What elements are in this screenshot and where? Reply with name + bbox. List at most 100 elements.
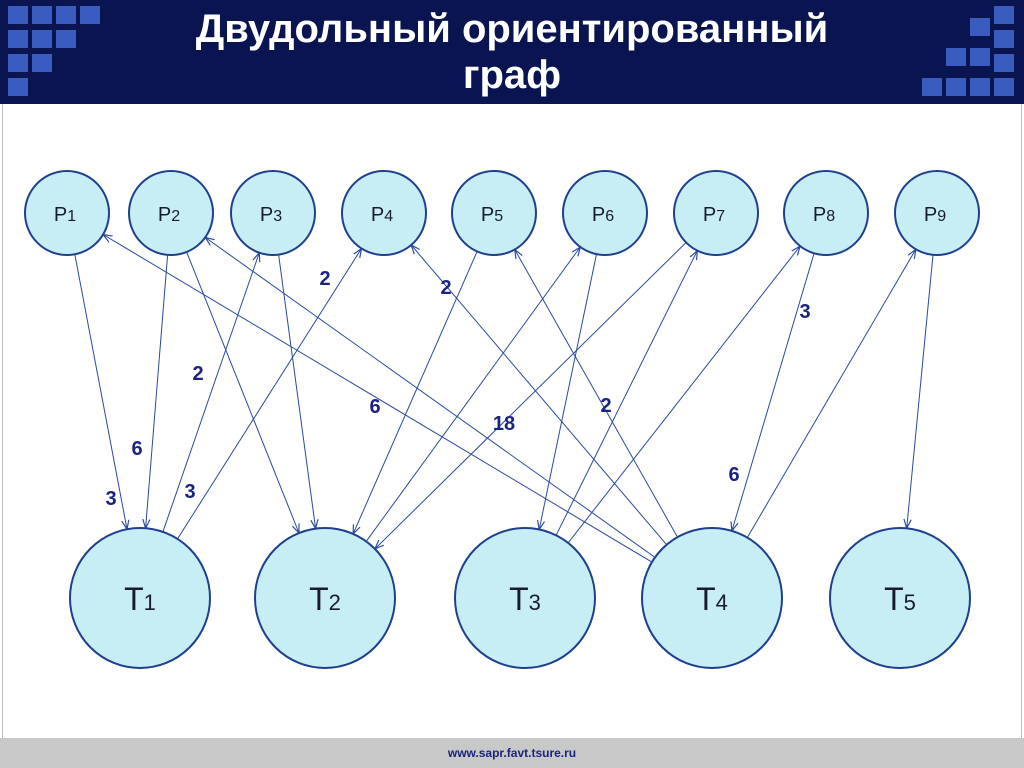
place-node-p1: P1 [24,170,110,256]
edge-t4-p4 [411,245,667,546]
slide-title-line1: Двудольный ориентированный [195,7,829,51]
node-label-letter: T [309,581,329,617]
node-label: T1 [124,581,156,617]
node-label-letter: P [481,204,494,226]
edges-layer [74,235,934,563]
node-label: P2 [158,204,180,226]
edge-p2-t2 [186,251,299,533]
node-label-index: 8 [826,208,835,225]
node-label: P7 [703,204,725,226]
node-circle [673,170,759,256]
node-circle [451,170,537,256]
transition-node-t3: T3 [454,527,596,669]
node-label: P8 [813,204,835,226]
node-label-letter: P [813,204,826,226]
edge-p6-t3 [539,253,597,529]
node-circle [24,170,110,256]
edge-p7-t2 [375,242,687,549]
edge-p8-t4 [732,253,815,531]
edge-t1-p3 [162,253,259,532]
node-label-index: 5 [494,208,503,225]
place-node-p6: P6 [562,170,648,256]
place-node-p5: P5 [451,170,537,256]
slide-title-line2: граф [462,53,562,97]
edge-t4-p2 [205,237,656,558]
node-label: P5 [481,204,503,226]
node-label-index: 4 [384,208,393,225]
node-label-letter: P [703,204,716,226]
node-label-index: 1 [144,590,156,615]
node-label-letter: T [124,581,144,617]
node-circle [641,527,783,669]
node-label: T3 [509,581,541,617]
edge-weight-label: 2 [319,268,330,290]
node-label-letter: P [371,204,384,226]
transition-node-t5: T5 [829,527,971,669]
edge-t1-p4 [177,249,362,540]
node-label-index: 7 [716,208,725,225]
place-node-p3: P3 [230,170,316,256]
node-circle [783,170,869,256]
node-label-letter: P [592,204,605,226]
edge-weight-label: 2 [192,363,203,385]
node-label: P4 [371,204,393,226]
edge-weight-label: 6 [369,396,380,418]
edge-t4-p5 [515,250,678,538]
edge-p3-t2 [278,254,316,529]
node-label-letter: P [54,204,67,226]
edge-t4-p1 [103,235,653,563]
transition-node-t4: T4 [641,527,783,669]
node-circle [254,527,396,669]
edge-weight-label: 3 [184,481,195,503]
edge-p5-t2 [353,251,478,534]
node-label-index: 6 [605,208,614,225]
node-label-index: 2 [171,208,180,225]
node-label: T5 [884,581,916,617]
edge-weight-label: 3 [799,301,810,323]
node-label: T4 [696,581,728,617]
node-label-index: 5 [904,590,916,615]
place-node-p2: P2 [128,170,214,256]
content-frame [2,104,1022,738]
place-node-p4: P4 [341,170,427,256]
node-label-letter: P [260,204,273,226]
edge-weight-label: 6 [728,464,739,486]
node-label: P9 [924,204,946,226]
edge-t3-p7 [555,251,697,536]
node-label-letter: T [884,581,904,617]
node-circle [341,170,427,256]
edge-p2-t1 [146,254,169,528]
footer-url: www.sapr.favt.tsure.ru [0,738,1024,768]
edge-p9-t5 [907,254,934,529]
node-circle [128,170,214,256]
place-node-p7: P7 [673,170,759,256]
node-label-index: 9 [937,208,946,225]
transition-node-t2: T2 [254,527,396,669]
node-label: P1 [54,204,76,226]
node-circle [894,170,980,256]
edge-t2-p6 [365,247,580,542]
node-label-index: 1 [67,208,76,225]
edge-weight-label: 2 [440,277,451,299]
slide-title: Двудольный ориентированный граф [0,0,1024,104]
header-bar [0,0,1024,104]
node-label-index: 3 [529,590,541,615]
node-label-index: 3 [273,208,282,225]
node-label: P6 [592,204,614,226]
node-label-index: 4 [716,590,728,615]
place-node-p9: P9 [894,170,980,256]
edge-weight-label: 6 [131,438,142,460]
node-circle [454,527,596,669]
place-node-p8: P8 [783,170,869,256]
edge-weight-label: 2 [600,395,611,417]
edge-t3-p8 [567,246,800,544]
edge-weight-label: 18 [493,413,515,435]
node-label-index: 2 [329,590,341,615]
node-circle [230,170,316,256]
edge-t4-p9 [746,249,916,538]
node-label-letter: T [509,581,529,617]
transition-node-t1: T1 [69,527,211,669]
